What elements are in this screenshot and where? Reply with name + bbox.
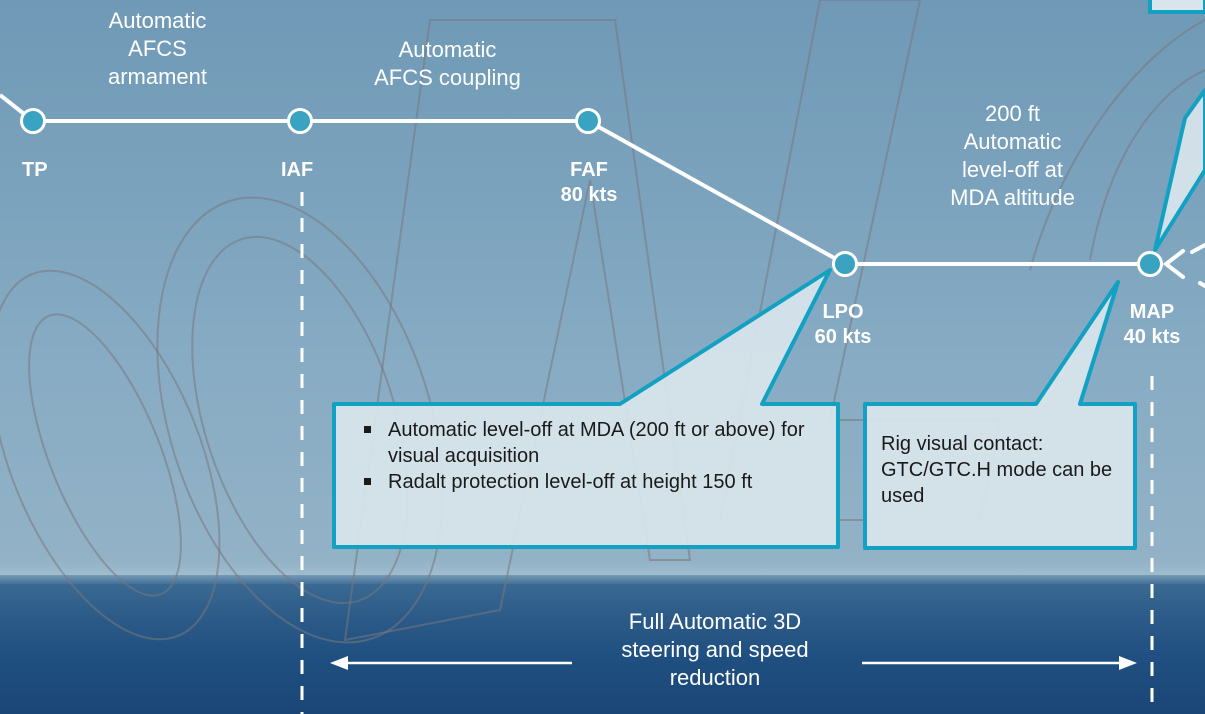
waypoint-tp-marker (20, 108, 46, 134)
lpo-callout (332, 268, 840, 549)
upper-right-callout (1148, 0, 1205, 252)
waypoint-faf-label: FAF 80 kts (560, 159, 618, 207)
watermark-logo (0, 0, 1205, 644)
leveloff-label: 200 ft Automatic level-off at MDA altitu… (950, 101, 1075, 210)
waypoint-map-label: MAP 40 kts (1123, 301, 1181, 349)
waypoint-tp-label: TP (22, 159, 48, 181)
lpo-callout-text: Automatic level-off at MDA (200 ft or ab… (360, 417, 825, 495)
waypoint-lpo-label: LPO 60 kts (814, 301, 872, 349)
waypoint-iaf-label: IAF (281, 159, 314, 181)
range-arrows (330, 656, 1137, 670)
callout-bullet: Radalt protection level-off at height 15… (364, 469, 825, 495)
full-automatic-label: Full Automatic 3D steering and speed red… (621, 609, 809, 690)
horizon-haze (0, 560, 1205, 584)
map-callout-text: Rig visual contact: GTC/GTC.H mode can b… (881, 433, 1113, 507)
missed-approach-marks (1162, 243, 1205, 288)
map-callout (863, 280, 1137, 550)
sea-background (0, 575, 1205, 714)
lpo-callout-bullets: Automatic level-off at MDA (200 ft or ab… (360, 417, 825, 495)
chevron-left-icon (1162, 249, 1185, 279)
left-arrowhead-icon (330, 656, 348, 670)
coupling-label: Automatic AFCS coupling (374, 37, 521, 90)
reference-dashes (300, 192, 1154, 714)
callout-bullet: Automatic level-off at MDA (200 ft or ab… (364, 417, 825, 469)
right-arrowhead-icon (1119, 656, 1137, 670)
waypoint-map-marker (1137, 251, 1163, 277)
waypoint-faf-marker (575, 108, 601, 134)
waypoint-iaf-marker (287, 108, 313, 134)
armament-label: Automatic AFCS armament (107, 8, 208, 89)
waypoint-lpo-marker (832, 251, 858, 277)
